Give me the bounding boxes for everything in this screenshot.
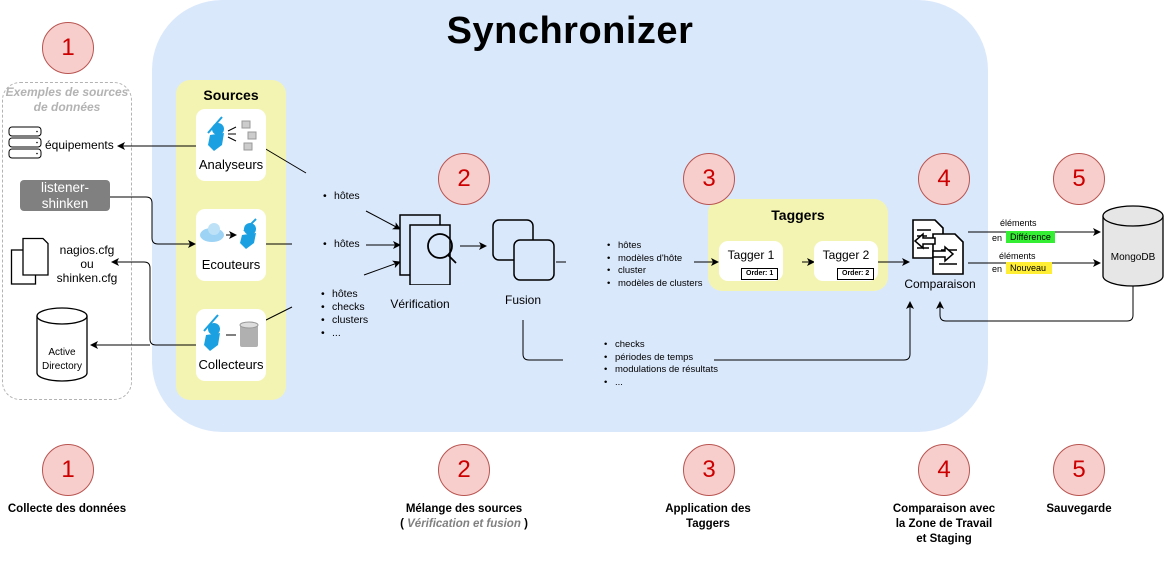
step-badge-top-4: 4 (918, 153, 970, 205)
fusion-label: Fusion (504, 293, 542, 307)
tagger-1-order: Order: 1 (741, 268, 779, 280)
analyseurs-output-list: hôtes (322, 190, 360, 203)
nouveau-badge: Nouveau (1006, 262, 1052, 274)
documents-icon (10, 237, 50, 292)
ecouteurs-label: Ecouteurs (201, 257, 261, 272)
active-directory-label: Active Directory (41, 347, 82, 372)
cloud-to-ninja-icon (200, 218, 257, 249)
nouveau-en: en (992, 264, 1003, 274)
comparaison-label: Comparaison (904, 277, 976, 291)
tagger-2-order: Order: 2 (837, 268, 875, 280)
tagger-2[interactable]: Tagger 2 Order: 2 (814, 241, 878, 281)
equipements-label: équipements (45, 138, 114, 152)
bypass-list: checks périodes de temps modulations de … (603, 339, 718, 389)
difference-en: en (992, 233, 1003, 243)
source-card-analyseurs[interactable]: Analyseurs (196, 109, 266, 181)
step-caption-4: Comparaison avec la Zone de Travail et S… (892, 503, 996, 545)
step-badge-top-1: 1 (42, 22, 94, 74)
step-caption-5: Sauvegarde (1046, 503, 1112, 515)
step-badge-2: 2 (438, 444, 490, 496)
collecteurs-label: Collecteurs (198, 357, 264, 372)
ninja-with-servers-icon (207, 116, 257, 151)
nouveau-prefix: éléments (999, 251, 1036, 261)
listener-shinken-box: listener-shinken (20, 180, 110, 211)
difference-badge: Différence (1006, 231, 1055, 243)
analyseurs-label: Analyseurs (198, 157, 264, 172)
step-caption-1: Collecte des données (7, 503, 127, 515)
active-directory-cylinder (36, 307, 88, 388)
comparaison-icon[interactable] (911, 218, 967, 281)
listener-label: listener-shinken (40, 180, 89, 211)
servers-icon (8, 126, 42, 165)
step-caption-2: Mélange des sources ( Vérification et fu… (400, 503, 528, 530)
taggers-title: Taggers (771, 207, 825, 223)
step-badge-top-5: 5 (1053, 153, 1105, 205)
verification-icon[interactable] (398, 213, 462, 290)
difference-prefix: éléments (1000, 218, 1037, 228)
tagger-1[interactable]: Tagger 1 Order: 1 (719, 241, 783, 281)
fusion-icon[interactable] (492, 218, 558, 287)
tagger-2-label: Tagger 2 (822, 248, 870, 262)
verification-label: Vérification (390, 297, 450, 311)
taggers-input-list: hôtes modèles d'hôte cluster modèles de … (606, 240, 703, 290)
examples-title: Exemples de sources de données (5, 85, 129, 114)
step-badge-top-2: 2 (438, 153, 490, 205)
collecteurs-output-list: hôtes checks clusters ... (320, 288, 368, 340)
sources-title: Sources (203, 87, 259, 103)
step-badge-5: 5 (1053, 444, 1105, 496)
source-card-collecteurs[interactable]: Collecteurs (196, 309, 266, 381)
source-card-ecouteurs[interactable]: Ecouteurs (196, 209, 266, 281)
mongodb-label: MongoDB (1110, 252, 1156, 263)
step-badge-4: 4 (918, 444, 970, 496)
config-files-label: nagios.cfg ou shinken.cfg (56, 243, 118, 285)
ninja-to-database-icon (203, 314, 259, 351)
ecouteurs-output-list: hôtes (322, 238, 360, 251)
step-caption-3: Application des Taggers (665, 503, 751, 530)
tagger-1-label: Tagger 1 (727, 248, 775, 262)
step-badge-1: 1 (42, 444, 94, 496)
mongodb-cylinder[interactable] (1102, 204, 1164, 293)
step-badge-3: 3 (683, 444, 735, 496)
synchronizer-title: Synchronizer (446, 10, 694, 52)
step-badge-top-3: 3 (683, 153, 735, 205)
step-caption-2-sub: Vérification et fusion (407, 518, 521, 530)
